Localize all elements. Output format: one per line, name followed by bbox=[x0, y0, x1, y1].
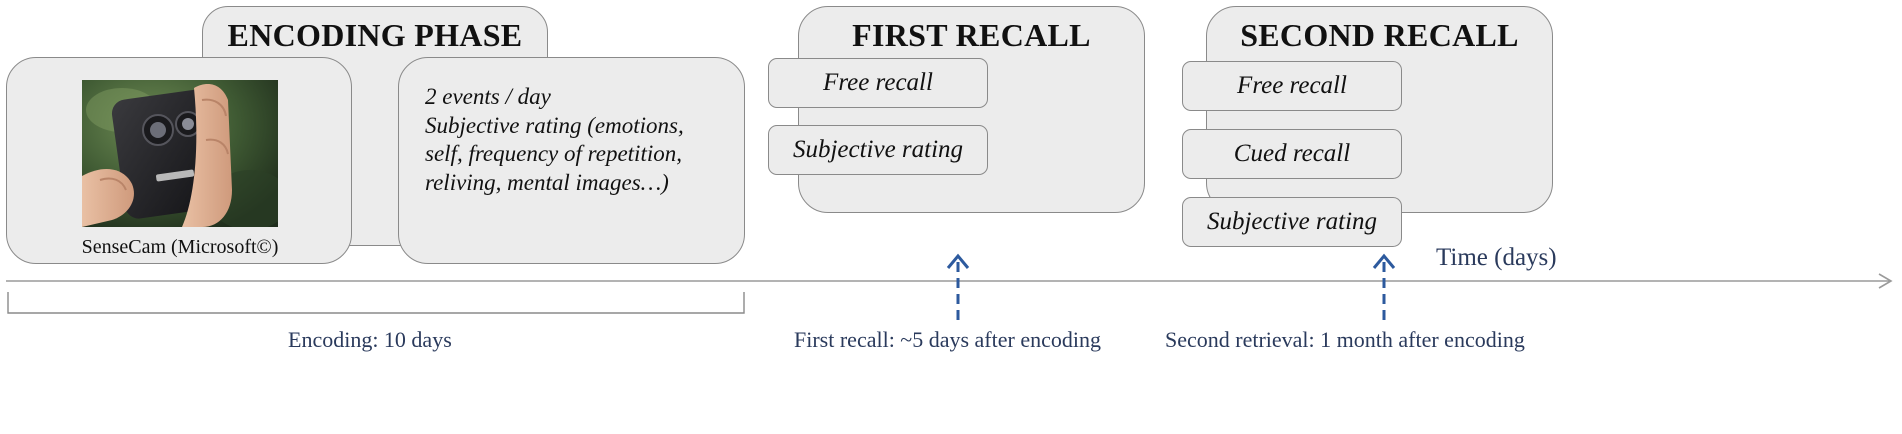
encoding-duration-label: Encoding: 10 days bbox=[288, 327, 452, 352]
first-recall-task-free-recall: Free recall bbox=[768, 58, 988, 108]
second-recall-arrow bbox=[1372, 253, 1396, 322]
encoding-description: 2 events / day Subjective rating (emotio… bbox=[425, 83, 745, 197]
sensecam-photo bbox=[82, 80, 278, 227]
encoding-phase-title: ENCODING PHASE bbox=[227, 17, 523, 53]
description-line: 2 events / day bbox=[425, 84, 551, 109]
second-recall-task-subjective-rating: Subjective rating bbox=[1182, 197, 1402, 247]
first-recall-task-subjective-rating: Subjective rating bbox=[768, 125, 988, 175]
description-line: reliving, mental images…) bbox=[425, 169, 669, 195]
first-recall-title: FIRST RECALL bbox=[852, 17, 1091, 53]
encoding-description-box bbox=[398, 57, 745, 264]
first-recall-arrow bbox=[946, 253, 970, 322]
sensecam-caption: SenseCam (Microsoft©) bbox=[81, 236, 279, 258]
time-axis-arrowhead bbox=[1878, 273, 1893, 289]
sensecam-image bbox=[82, 80, 278, 227]
first-recall-timing-label: First recall: ~5 days after encoding bbox=[794, 327, 1101, 352]
first-recall-box: FIRST RECALL bbox=[798, 6, 1145, 213]
encoding-bracket bbox=[7, 292, 745, 314]
second-recall-task-free-recall: Free recall bbox=[1182, 61, 1402, 111]
description-line: Subjective rating (emotions, bbox=[425, 112, 684, 138]
second-retrieval-timing-label: Second retrieval: 1 month after encoding bbox=[1165, 327, 1525, 352]
time-axis-label: Time (days) bbox=[1436, 244, 1557, 271]
description-line: self, frequency of repetition, bbox=[425, 141, 682, 166]
second-recall-title: SECOND RECALL bbox=[1240, 17, 1519, 53]
second-recall-task-cued-recall: Cued recall bbox=[1182, 129, 1402, 179]
